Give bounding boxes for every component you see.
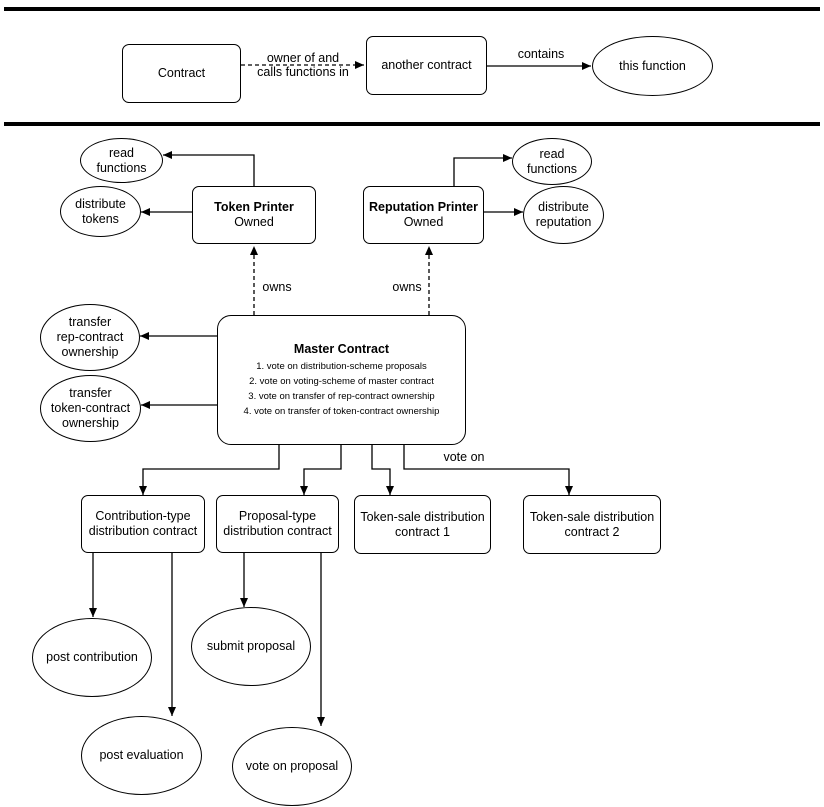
rep-printer-to-read-edge: [453, 154, 512, 186]
master-contract-node: Master Contract 1. vote on distribution-…: [217, 315, 466, 445]
distribute-reputation-node: distribute reputation: [523, 186, 604, 244]
owns-label-rep: owns: [392, 280, 422, 294]
contribution-distribution-node: Contribution-type distribution contract: [81, 495, 205, 553]
token-sale-1-label: Token-sale distribution contract 1: [360, 509, 485, 539]
reputation-printer-node: Reputation Printer Owned: [363, 186, 484, 244]
contribution-distribution-label: Contribution-type distribution contract: [88, 509, 198, 538]
read-functions-right-label: read functions: [526, 146, 578, 176]
read-functions-right-node: read functions: [512, 138, 592, 185]
distribute-tokens-node: distribute tokens: [60, 186, 141, 237]
token-printer-subtitle: Owned: [234, 215, 274, 229]
transfer-rep-ownership-node: transfer rep-contract ownership: [40, 304, 140, 371]
master-to-token-sale-1-edge: [371, 444, 394, 495]
proposal-distribution-label: Proposal-type distribution contract: [223, 509, 332, 538]
vote-on-proposal-node: vote on proposal: [232, 727, 352, 806]
master-item-3: 3. vote on transfer of rep-contract owne…: [248, 390, 435, 402]
token-sale-2-label: Token-sale distribution contract 2: [529, 509, 655, 539]
legend-contract-node: Contract: [122, 44, 241, 103]
master-to-proposal-edge: [300, 444, 342, 495]
distribute-reputation-label: distribute reputation: [535, 200, 592, 229]
reputation-printer-title: Reputation Printer: [368, 200, 479, 214]
submit-proposal-label: submit proposal: [206, 639, 296, 653]
distribute-tokens-label: distribute tokens: [75, 196, 126, 226]
token-printer-to-read-edge: [163, 151, 255, 186]
owns-label-token: owns: [262, 280, 292, 294]
legend-this-function-node: this function: [592, 36, 713, 96]
legend-contract-label: Contract: [157, 66, 206, 80]
reputation-printer-subtitle: Owned: [403, 215, 444, 229]
transfer-rep-ownership-label: transfer rep-contract ownership: [56, 315, 124, 359]
master-item-1: 1. vote on distribution-scheme proposals: [256, 360, 427, 372]
transfer-token-ownership-node: transfer token-contract ownership: [40, 375, 141, 442]
token-sale-2-node: Token-sale distribution contract 2: [523, 495, 661, 554]
vote-on-proposal-label: vote on proposal: [245, 759, 339, 773]
master-item-4: 4. vote on transfer of token-contract ow…: [243, 405, 440, 417]
post-contribution-label: post contribution: [46, 650, 138, 664]
legend-divider: [4, 122, 820, 126]
transfer-token-ownership-label: transfer token-contract ownership: [50, 386, 131, 430]
legend-this-function-label: this function: [619, 58, 686, 73]
master-contract-title: Master Contract: [293, 341, 390, 356]
post-evaluation-node: post evaluation: [81, 716, 202, 795]
master-to-contribution-edge: [139, 444, 280, 495]
token-printer-title: Token Printer: [214, 200, 294, 214]
master-to-token-sale-2-edge: [403, 444, 573, 495]
legend-another-contract-label: another contract: [381, 58, 472, 72]
proposal-distribution-node: Proposal-type distribution contract: [216, 495, 339, 553]
token-sale-1-node: Token-sale distribution contract 1: [354, 495, 491, 554]
vote-on-label: vote on: [443, 450, 485, 464]
legend-another-contract-node: another contract: [366, 36, 487, 95]
token-printer-node: Token Printer Owned: [192, 186, 316, 244]
top-divider: [4, 7, 820, 11]
post-evaluation-label: post evaluation: [99, 748, 184, 762]
legend-edge-label: owner of and calls functions in: [257, 51, 349, 79]
submit-proposal-node: submit proposal: [191, 607, 311, 686]
read-functions-left-node: read functions: [80, 138, 163, 183]
post-contribution-node: post contribution: [32, 618, 152, 697]
legend-contains-label: contains: [517, 47, 565, 61]
master-item-2: 2. vote on voting-scheme of master contr…: [249, 375, 434, 387]
read-functions-left-label: read functions: [96, 145, 147, 175]
